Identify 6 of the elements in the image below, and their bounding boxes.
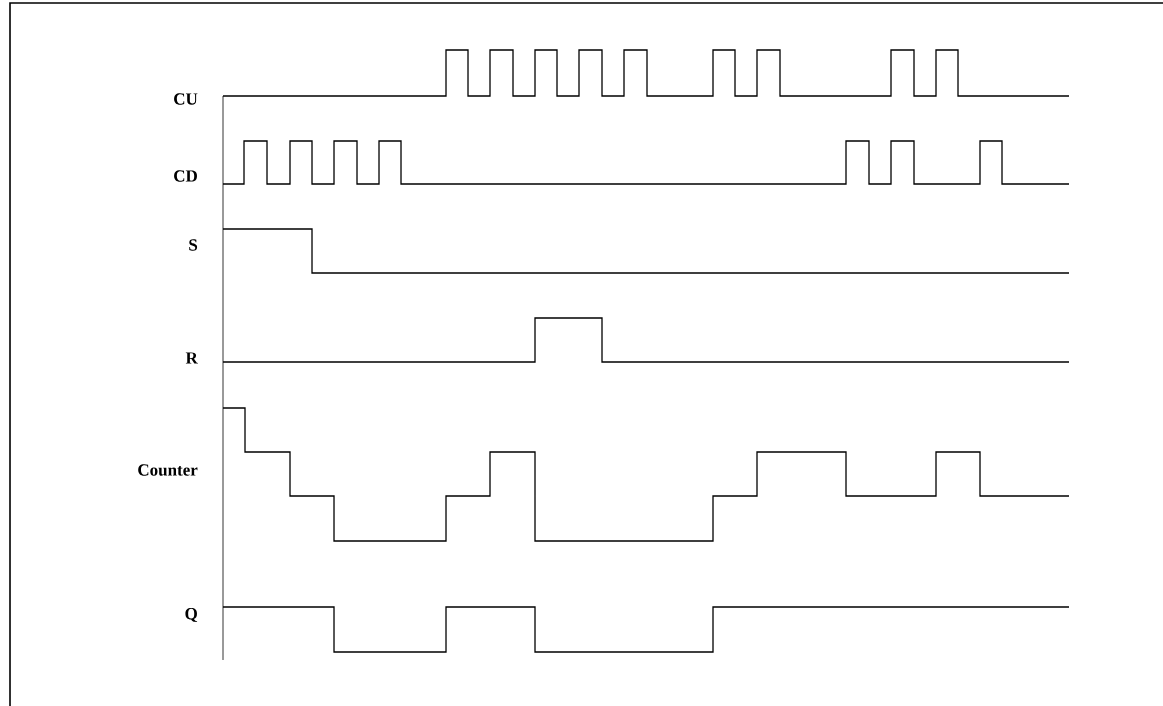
signal-label: Q [185,607,198,622]
signal-label: CU [174,93,198,105]
signal-label: S [189,239,198,251]
signal-label: Counter [138,464,198,476]
signal-label: CD [174,170,197,182]
signal-label: R [185,352,198,364]
